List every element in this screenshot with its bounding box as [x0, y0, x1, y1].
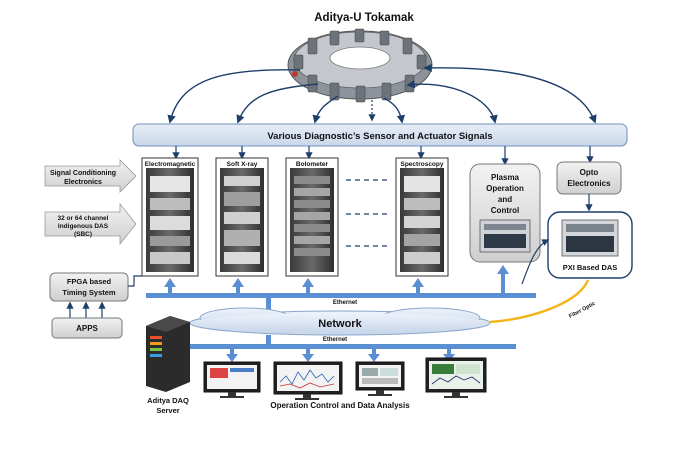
- apps-label: APPS: [76, 324, 98, 333]
- indigenous-das-line1: 32 or 64 channel: [58, 215, 109, 222]
- rack-spectroscopy: Spectroscopy: [395, 157, 449, 277]
- operation-label: Operation Control and Data Analysis: [270, 401, 410, 410]
- rack-continuation-dashes: [346, 179, 388, 247]
- rack-label-soft-xray: Soft X-ray: [227, 161, 258, 168]
- plasma-control-line3: and: [498, 195, 512, 204]
- server-line1: Aditya DAQ: [147, 396, 189, 405]
- plasma-control-line2: Operation: [486, 184, 524, 193]
- plasma-control-line4: Control: [491, 206, 519, 215]
- workstation-down-arrows: [226, 349, 455, 362]
- network-to-pxi-arrow: [521, 239, 550, 285]
- server-line2: Server: [156, 406, 179, 415]
- ethernet-top-label: Ethernet: [333, 300, 357, 306]
- indigenous-das-line3: (SBC): [74, 231, 92, 238]
- ethernet-top-bar: [146, 293, 536, 298]
- plasma-control-line1: Plasma: [491, 173, 520, 182]
- fpga-to-racks-line: [128, 275, 142, 287]
- rack-soft-xray: Soft X-ray: [215, 157, 269, 277]
- rack-bolometer: Bolometer: [285, 157, 339, 277]
- rack-label-electromagnetic: Electromagnetic: [145, 161, 196, 168]
- signal-conditioning-arrow: Signal Conditioning Electronics: [44, 159, 137, 193]
- tokamak-signal-arrows: [167, 63, 597, 124]
- apps-to-fpga-arrows: [66, 301, 106, 318]
- signal-bus: [132, 123, 628, 147]
- rack-electromagnetic: Electromagnetic: [141, 157, 199, 277]
- opto-line1: Opto: [580, 168, 599, 177]
- ethernet-bottom-bar: [186, 344, 516, 349]
- network-to-ethernet-connector: [266, 335, 271, 345]
- rack-label-bolometer: Bolometer: [296, 161, 329, 168]
- signal-bus-label: Various Diagnostic’s Sensor and Actuator…: [267, 131, 492, 142]
- apps-box: APPS: [51, 317, 123, 339]
- workstation-monitor: [425, 357, 487, 398]
- fpga-timing-box: FPGA based Timing System: [49, 272, 129, 302]
- rack-up-arrows: [164, 265, 509, 293]
- workstation-monitor: [273, 361, 343, 400]
- network-cloud: Network: [189, 307, 491, 336]
- diagram-title: Aditya-U Tokamak: [314, 12, 414, 24]
- tokamak-image: [287, 28, 433, 103]
- daq-server-image: [146, 316, 190, 392]
- fiber-optic-link: [489, 279, 590, 324]
- network-label: Network: [318, 318, 362, 330]
- bus-to-rack-arrows: [172, 146, 594, 166]
- indigenous-das-arrow: 32 or 64 channel Indigenous DAS (SBC): [44, 202, 137, 246]
- pxi-das-box: PXI Based DAS: [547, 211, 633, 279]
- signal-conditioning-line2: Electronics: [64, 179, 102, 186]
- plasma-control-box: Plasma Operation and Control: [469, 163, 541, 263]
- fpga-line1: FPGA based: [67, 277, 112, 286]
- fpga-line2: Timing System: [62, 288, 116, 297]
- ethernet-bottom-label: Ethernet: [323, 337, 347, 343]
- indigenous-das-line2: Indigenous DAS: [58, 223, 109, 230]
- fiber-optic-label: Fiber Optic: [568, 301, 596, 320]
- signal-conditioning-line1: Signal Conditioning: [50, 170, 116, 177]
- workstation-monitor: [203, 361, 261, 398]
- opto-electronics-box: Opto Electronics: [556, 161, 622, 195]
- workstation-monitor: [355, 361, 405, 396]
- pxi-das-label: PXI Based DAS: [563, 263, 618, 272]
- ethernet-to-network-connector: [266, 298, 271, 310]
- rack-label-spectroscopy: Spectroscopy: [401, 161, 444, 168]
- opto-line2: Electronics: [567, 179, 611, 188]
